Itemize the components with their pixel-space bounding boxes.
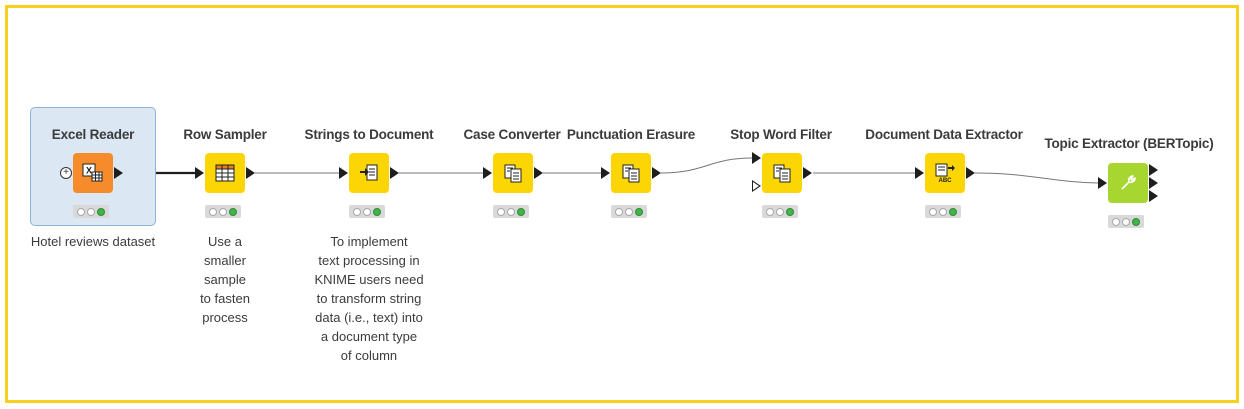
documents-icon xyxy=(622,164,640,183)
node-title-topic-extractor: Topic Extractor (BERTopic) xyxy=(1044,136,1214,151)
arrow-into-document-icon xyxy=(360,164,378,181)
status-stop-word-filter xyxy=(762,205,798,218)
node-title-row-sampler: Row Sampler xyxy=(183,127,267,142)
outport-strings-to-document[interactable] xyxy=(390,167,399,179)
table-grid-icon xyxy=(215,164,235,182)
node-case-converter[interactable] xyxy=(493,153,533,193)
optional-port-icon xyxy=(753,182,759,190)
node-title-stop-word-filter: Stop Word Filter xyxy=(730,127,832,142)
outport-topic-extractor-3[interactable] xyxy=(1149,190,1158,202)
outport-row-sampler[interactable] xyxy=(246,167,255,179)
wrench-icon xyxy=(1121,175,1136,190)
outport-topic-extractor-2[interactable] xyxy=(1149,177,1158,189)
status-strings-to-document xyxy=(349,205,385,218)
node-strings-to-document[interactable] xyxy=(349,153,389,193)
node-stop-word-filter[interactable] xyxy=(762,153,802,193)
node-title-case-converter: Case Converter xyxy=(463,127,561,142)
excel-icon: X xyxy=(82,163,103,182)
inport-topic-extractor[interactable] xyxy=(1098,177,1107,189)
svg-text:ABC: ABC xyxy=(939,178,953,183)
outport-stop-word-filter[interactable] xyxy=(803,167,812,179)
document-abc-icon: ABC xyxy=(935,163,955,183)
documents-icon xyxy=(773,164,791,183)
status-row-sampler xyxy=(205,205,241,218)
node-punctuation-erasure[interactable] xyxy=(611,153,651,193)
node-document-data-extractor[interactable]: ABC xyxy=(925,153,965,193)
status-punctuation-erasure xyxy=(611,205,647,218)
status-document-data-extractor xyxy=(925,205,961,218)
documents-icon xyxy=(504,164,522,183)
node-title-punctuation-erasure: Punctuation Erasure xyxy=(566,127,696,142)
node-title-excel-reader: Excel Reader xyxy=(51,127,135,142)
node-row-sampler[interactable] xyxy=(205,153,245,193)
node-excel-reader[interactable]: X xyxy=(73,153,113,193)
workflow-canvas-frame xyxy=(5,5,1239,403)
inport-punctuation-erasure[interactable] xyxy=(601,167,610,179)
status-topic-extractor xyxy=(1108,215,1144,228)
inport-row-sampler[interactable] xyxy=(195,167,204,179)
svg-text:X: X xyxy=(86,166,92,176)
inport-stop-word-filter-1[interactable] xyxy=(752,152,761,164)
outport-case-converter[interactable] xyxy=(534,167,543,179)
node-topic-extractor[interactable] xyxy=(1108,163,1148,203)
outport-document-data-extractor[interactable] xyxy=(966,167,975,179)
add-port-icon[interactable]: + xyxy=(60,167,72,179)
status-excel-reader xyxy=(73,205,109,218)
outport-excel-reader[interactable] xyxy=(114,167,123,179)
node-title-strings-to-document: Strings to Document xyxy=(304,127,434,142)
inport-document-data-extractor[interactable] xyxy=(915,167,924,179)
annotation-excel-reader: Hotel reviews dataset xyxy=(30,234,156,249)
outport-topic-extractor-1[interactable] xyxy=(1149,164,1158,176)
inport-strings-to-document[interactable] xyxy=(339,167,348,179)
outport-punctuation-erasure[interactable] xyxy=(652,167,661,179)
inport-case-converter[interactable] xyxy=(483,167,492,179)
annotation-strings-to-document: To implement text processing in KNIME us… xyxy=(314,234,424,363)
status-case-converter xyxy=(493,205,529,218)
annotation-row-sampler: Use a smaller sample to fasten process xyxy=(200,234,250,325)
node-title-document-data-extractor: Document Data Extractor xyxy=(865,127,1023,142)
